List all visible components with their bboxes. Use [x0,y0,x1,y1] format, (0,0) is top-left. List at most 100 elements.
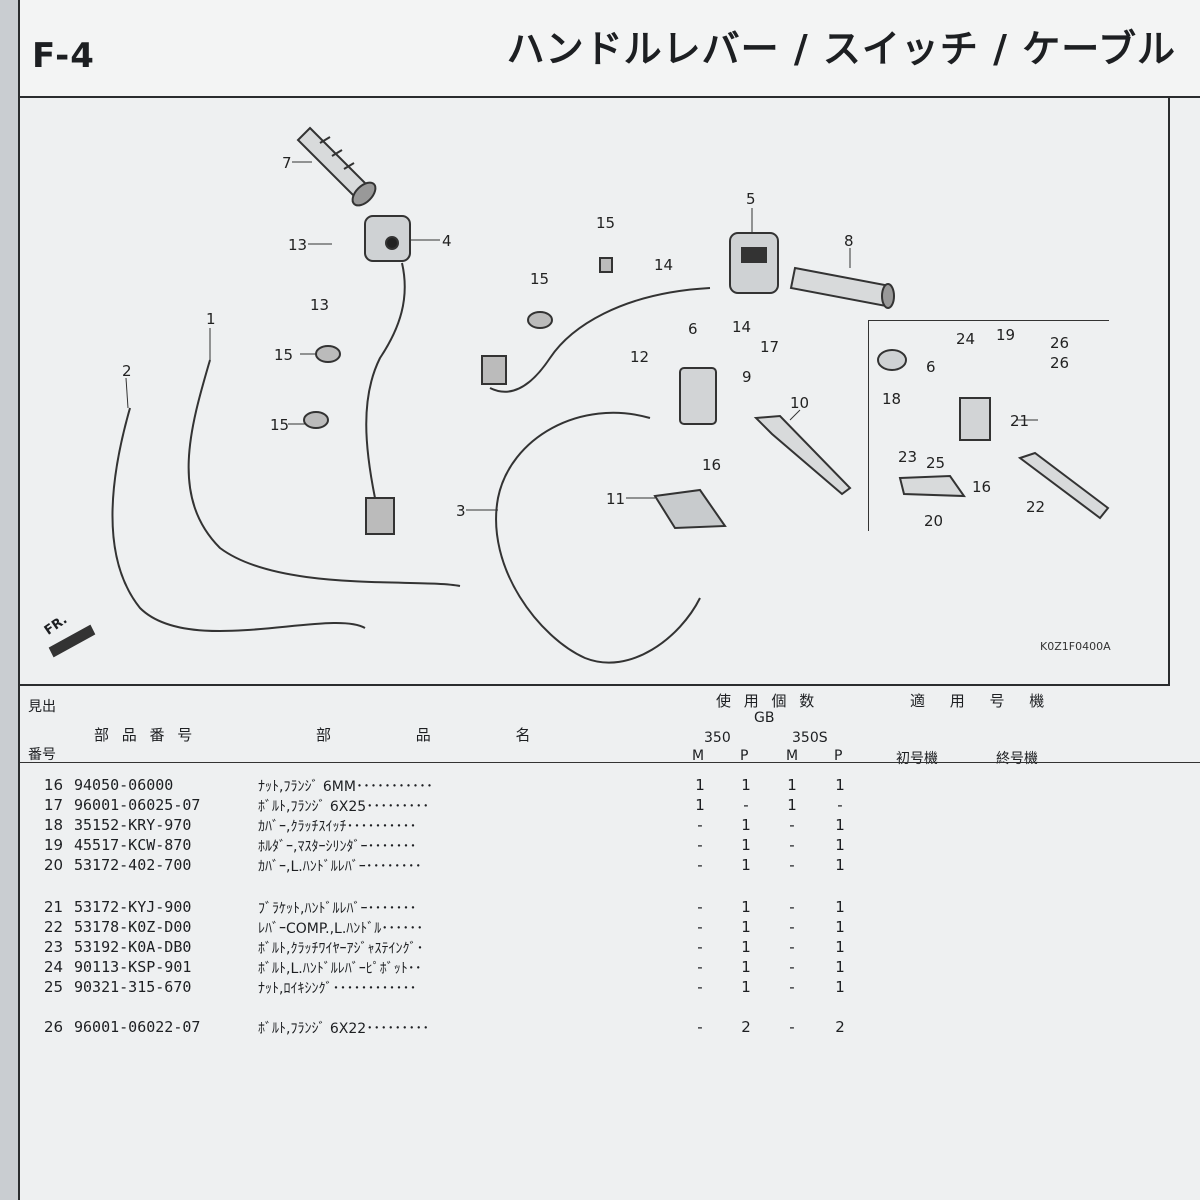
quantity-cell: - [697,918,703,936]
quantity-cell: 1 [741,918,751,936]
callout: 16 [972,478,992,496]
quantity-cell: - [789,1018,795,1036]
header-midashi: 見出 [28,699,56,715]
part-number: 53172-KYJ-900 [74,898,192,916]
ref-number: 21 [44,898,64,916]
quantity-cell: 1 [741,938,751,956]
quantity-cell: 1 [835,816,845,834]
header-m: M [786,748,799,764]
part-name: ｶﾊﾞｰ,ｸﾗｯﾁｽｲｯﾁ･･････････ [258,819,417,835]
quantity-cell: 1 [695,796,705,814]
callout: 3 [456,502,466,520]
quantity-cell: - [789,978,795,996]
callout: 15 [270,416,290,434]
part-name: ﾌﾞﾗｹｯﾄ,ﾊﾝﾄﾞﾙﾚﾊﾞｰ･･･････ [258,901,417,917]
quantity-cell: - [697,978,703,996]
right-grip-8 [789,266,895,309]
quantity-cell: - [789,836,795,854]
header-p: P [834,748,843,764]
callout: 23 [898,448,918,466]
callout: 2 [122,362,132,380]
callout: 20 [924,512,944,530]
quantity-cell: 2 [835,1018,845,1036]
quantity-cell: 1 [835,836,845,854]
header-first: 初号機 [896,751,938,767]
left-switch-4 [364,215,411,262]
quantity-cell: 1 [741,856,751,874]
header-applicable: 適 用 号 機 [910,692,1055,710]
callout: 18 [882,390,902,408]
callout: 26 [1050,354,1070,372]
callout: 14 [654,256,674,274]
quantity-cell: 1 [741,836,751,854]
callout: 25 [926,454,946,472]
callout: 13 [310,296,330,314]
header-variant-a: 350 [704,730,731,746]
part-name: ﾎﾞﾙﾄ,ｸﾗｯﾁﾜｲﾔｰｱｼﾞｬｽﾃｲﾝｸﾞ･ [258,941,424,957]
quantity-cell: 1 [835,958,845,976]
quantity-cell: 1 [741,898,751,916]
callout: 19 [996,326,1016,344]
quantity-cell: 1 [835,856,845,874]
exploded-diagram: 7 4 13 13 15 15 15 1 2 5 8 15 14 6 14 12… [20,98,1170,686]
right-switch-5 [729,232,779,294]
quantity-cell: - [743,796,749,814]
quantity-cell: - [697,958,703,976]
clutch-lever-inset [868,320,1109,531]
part-name: ﾚﾊﾞｰCOMP.,L.ﾊﾝﾄﾞﾙ･･････ [258,921,424,937]
header-usage: 使 用 個 数 [716,692,819,710]
callout: 5 [746,190,756,208]
part-number: 90321-315-670 [74,978,192,996]
callout: 26 [1050,334,1070,352]
part-name: ﾅｯﾄ,ﾌﾗﾝｼﾞ 6MM･･･････････ [258,779,433,795]
quantity-cell: - [697,898,703,916]
ref-number: 22 [44,918,64,936]
quantity-cell: 1 [835,938,845,956]
callout: 22 [1026,498,1046,516]
header-last: 終号機 [996,751,1038,767]
part-number: 53192-K0A-DB0 [74,938,192,956]
quantity-cell: 1 [787,796,797,814]
section-code: F-4 [32,36,95,76]
section-title: ハンドルレバー / スイッチ / ケーブル [506,27,1176,71]
quantity-cell: 1 [835,776,845,794]
quantity-cell: - [697,816,703,834]
ref-number: 24 [44,958,64,976]
callout: 15 [596,214,616,232]
callout: 24 [956,330,976,348]
part-number: 94050-06000 [74,776,174,794]
ref-number: 17 [44,796,64,814]
header-p: P [740,748,749,764]
header-part-name: 部 品 名 [316,726,571,744]
callout: 17 [760,338,780,356]
page-header: F-4 ハンドルレバー / スイッチ / ケーブル [20,0,1200,98]
callout: 4 [442,232,452,250]
callout: 14 [732,318,752,336]
quantity-cell: 1 [835,978,845,996]
ref-number: 25 [44,978,64,996]
callout: 21 [1010,412,1030,430]
part-number: 45517-KCW-870 [74,836,192,854]
header-bango: 番号 [28,747,56,763]
quantity-cell: - [789,958,795,976]
part-name: ｶﾊﾞｰ,L.ﾊﾝﾄﾞﾙﾚﾊﾞｰ････････ [258,859,422,875]
quantity-cell: 2 [741,1018,751,1036]
header-m: M [692,748,705,764]
quantity-cell: 1 [741,776,751,794]
callout: 16 [702,456,722,474]
callout: 7 [282,154,292,172]
callout: 10 [790,394,810,412]
ref-number: 23 [44,938,64,956]
callout: 13 [288,236,308,254]
part-name: ﾅｯﾄ,ﾛｲｷｼﾝｸﾞ････････････ [258,981,417,997]
header-part-number: 部 品 番 号 [94,726,197,744]
part-number: 96001-06022-07 [74,1018,201,1036]
quantity-cell: - [697,856,703,874]
diagram-drawing [48,126,1110,664]
part-number: 53178-K0Z-D00 [74,918,192,936]
part-number: 35152-KRY-970 [74,816,192,834]
quantity-cell: - [789,856,795,874]
quantity-cell: 1 [695,776,705,794]
quantity-cell: 1 [787,776,797,794]
ref-number: 18 [44,816,64,834]
